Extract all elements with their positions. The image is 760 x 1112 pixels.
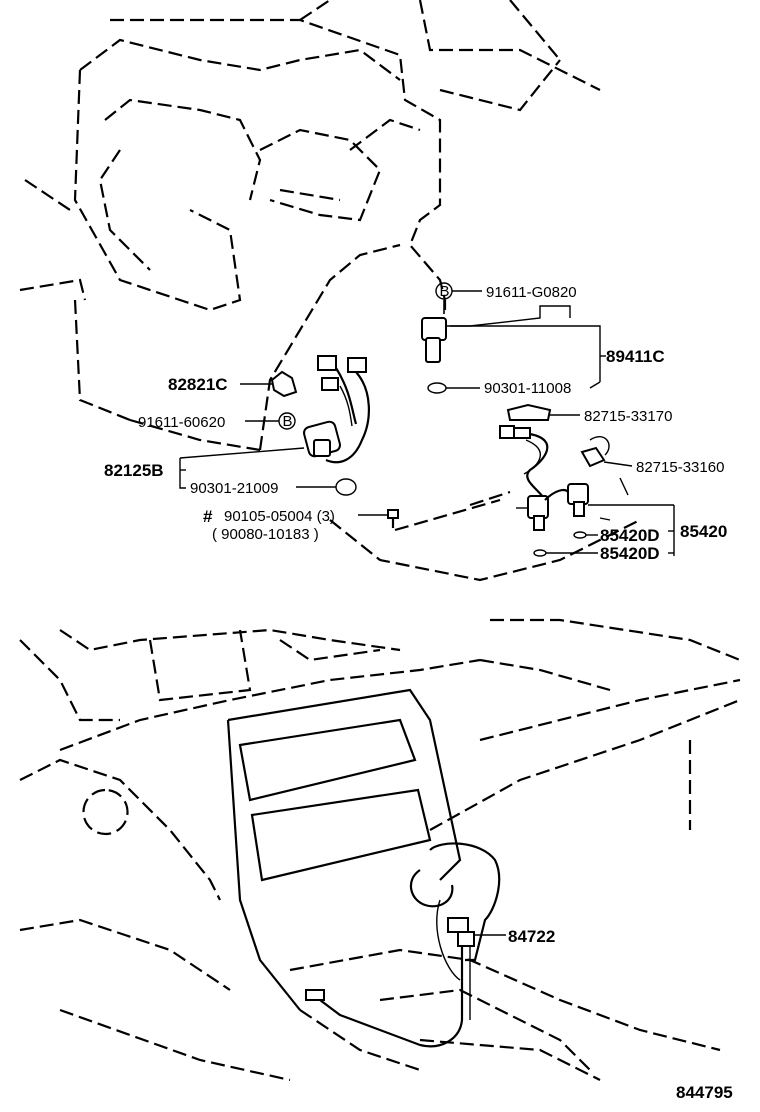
upper-labels: 91611-G0820 89411C 90301-11008 82715-331… <box>104 284 727 563</box>
label-90301-11008: 90301-11008 <box>484 380 571 397</box>
shift-knob <box>409 842 501 981</box>
label-91611-60620: 91611-60620 <box>138 414 225 431</box>
label-90105-05004: 90105-05004 (3) <box>224 508 335 525</box>
bolt-b-letter-2: B <box>283 413 293 430</box>
harness-82125b <box>303 355 370 464</box>
label-85420d-1: 85420D <box>600 526 660 545</box>
grommet-82821c <box>240 370 298 398</box>
pattern-switch-84722 <box>305 917 506 1048</box>
o-ring-85420d-2 <box>533 549 547 557</box>
wiring-clamp-33160 <box>580 446 633 468</box>
bolt-90105-05004 <box>358 509 399 528</box>
label-90301-21009: 90301-21009 <box>190 480 278 497</box>
label-89411c: 89411C <box>606 347 665 366</box>
upper-leaders: B <box>179 282 675 557</box>
console-outline <box>19 618 741 1082</box>
o-ring-85420d-1 <box>573 531 587 539</box>
hash-mark: # <box>203 507 213 526</box>
label-90080-10183: ( 90080-10183 ) <box>212 526 319 543</box>
label-84722: 84722 <box>508 927 555 946</box>
engine-outline <box>19 0 641 582</box>
label-91611-g0820: 91611-G0820 <box>486 284 577 301</box>
o-ring-90301-21009 <box>335 478 357 496</box>
speed-sensor-85420 <box>516 483 589 531</box>
bolt-b-letter-1: B <box>440 283 450 300</box>
crank-position-sensor <box>421 305 571 363</box>
lower-labels: 84722 844795 <box>508 927 733 1102</box>
o-ring-90301-11008 <box>427 382 447 394</box>
label-82125b: 82125B <box>104 461 164 480</box>
wiring-clamp-33170 <box>506 403 580 421</box>
label-82821c: 82821C <box>168 375 228 394</box>
label-82715-33170: 82715-33170 <box>584 408 672 425</box>
sensor-harness <box>499 425 610 501</box>
label-82715-33160: 82715-33160 <box>636 459 724 476</box>
label-85420d-2: 85420D <box>600 544 660 563</box>
label-85420: 85420 <box>680 522 727 541</box>
figure-number: 844795 <box>676 1083 733 1102</box>
